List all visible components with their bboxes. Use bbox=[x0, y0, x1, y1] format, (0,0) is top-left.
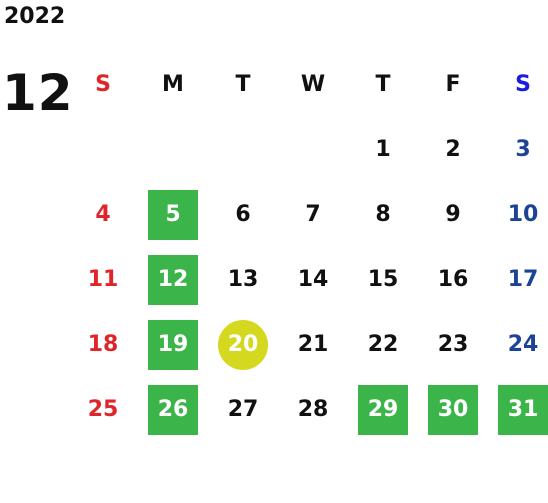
weekday-fri: F bbox=[445, 72, 461, 97]
day-cell-highlighted[interactable]: 29 bbox=[348, 377, 418, 442]
day-number: 18 bbox=[87, 332, 119, 357]
day-cell[interactable]: 22 bbox=[348, 312, 418, 377]
day-cell[interactable]: 14 bbox=[278, 247, 348, 312]
day-cell[interactable]: 13 bbox=[208, 247, 278, 312]
week-row: 18 19 20 21 22 23 24 bbox=[68, 312, 548, 377]
day-number: 24 bbox=[507, 332, 539, 357]
day-number: 19 bbox=[148, 319, 198, 370]
day-cell[interactable]: 21 bbox=[278, 312, 348, 377]
day-number: 29 bbox=[358, 384, 408, 435]
day-number: 2 bbox=[445, 137, 461, 162]
week-row: 4 5 6 7 8 9 10 bbox=[68, 182, 548, 247]
weekday-tue: T bbox=[235, 72, 251, 97]
day-cell[interactable]: 9 bbox=[418, 182, 488, 247]
day-cell[interactable]: 18 bbox=[68, 312, 138, 377]
day-cell[interactable]: 17 bbox=[488, 247, 548, 312]
weekday-sat: S bbox=[515, 72, 531, 97]
month-label: 12 bbox=[2, 64, 74, 122]
day-cell bbox=[68, 117, 138, 182]
weekday-thu: T bbox=[375, 72, 391, 97]
day-cell[interactable]: 8 bbox=[348, 182, 418, 247]
day-cell[interactable]: 15 bbox=[348, 247, 418, 312]
day-number: 6 bbox=[235, 202, 251, 227]
day-number: 15 bbox=[367, 267, 399, 292]
day-cell[interactable]: 3 bbox=[488, 117, 548, 182]
day-cell-highlighted[interactable]: 5 bbox=[138, 182, 208, 247]
calendar-grid: S M T W T F S 1 2 3 4 5 6 7 8 9 10 11 12… bbox=[68, 52, 548, 442]
day-number bbox=[78, 125, 128, 175]
day-number: 13 bbox=[227, 267, 259, 292]
day-number bbox=[148, 125, 198, 175]
day-cell[interactable]: 1 bbox=[348, 117, 418, 182]
weekday-sun: S bbox=[95, 72, 111, 97]
day-number bbox=[288, 125, 338, 175]
day-cell-highlighted[interactable]: 19 bbox=[138, 312, 208, 377]
day-cell[interactable]: 10 bbox=[488, 182, 548, 247]
day-cell-highlighted[interactable]: 30 bbox=[418, 377, 488, 442]
day-cell bbox=[138, 117, 208, 182]
week-row: 1 2 3 bbox=[68, 117, 548, 182]
day-number: 9 bbox=[445, 202, 461, 227]
day-number bbox=[218, 125, 268, 175]
day-cell[interactable]: 2 bbox=[418, 117, 488, 182]
day-number: 31 bbox=[498, 384, 548, 435]
day-cell[interactable]: 11 bbox=[68, 247, 138, 312]
day-cell[interactable]: 23 bbox=[418, 312, 488, 377]
day-number: 11 bbox=[87, 267, 119, 292]
day-number: 21 bbox=[297, 332, 329, 357]
day-number: 1 bbox=[375, 137, 391, 162]
day-cell bbox=[278, 117, 348, 182]
week-row: 11 12 13 14 15 16 17 bbox=[68, 247, 548, 312]
day-number: 30 bbox=[428, 384, 478, 435]
day-number: 27 bbox=[227, 397, 259, 422]
day-cell-today[interactable]: 20 bbox=[208, 312, 278, 377]
day-number: 16 bbox=[437, 267, 469, 292]
day-cell bbox=[208, 117, 278, 182]
day-number: 28 bbox=[297, 397, 329, 422]
day-number: 12 bbox=[148, 254, 198, 305]
day-cell[interactable]: 4 bbox=[68, 182, 138, 247]
day-cell-highlighted[interactable]: 12 bbox=[138, 247, 208, 312]
day-cell[interactable]: 16 bbox=[418, 247, 488, 312]
weekday-header-row: S M T W T F S bbox=[68, 52, 548, 117]
day-number: 5 bbox=[148, 189, 198, 240]
day-cell[interactable]: 27 bbox=[208, 377, 278, 442]
day-number: 22 bbox=[367, 332, 399, 357]
day-number: 4 bbox=[95, 202, 111, 227]
day-number: 23 bbox=[437, 332, 469, 357]
day-number: 10 bbox=[507, 202, 539, 227]
year-label: 2022 bbox=[4, 4, 66, 29]
day-cell-highlighted[interactable]: 26 bbox=[138, 377, 208, 442]
week-row: 25 26 27 28 29 30 31 bbox=[68, 377, 548, 442]
day-number: 25 bbox=[87, 397, 119, 422]
day-cell[interactable]: 28 bbox=[278, 377, 348, 442]
day-number: 8 bbox=[375, 202, 391, 227]
day-number: 20 bbox=[218, 319, 268, 370]
day-number: 3 bbox=[515, 137, 531, 162]
day-number: 7 bbox=[305, 202, 321, 227]
day-number: 14 bbox=[297, 267, 329, 292]
day-number: 17 bbox=[507, 267, 539, 292]
day-cell[interactable]: 7 bbox=[278, 182, 348, 247]
day-number: 26 bbox=[148, 384, 198, 435]
day-cell[interactable]: 6 bbox=[208, 182, 278, 247]
day-cell[interactable]: 25 bbox=[68, 377, 138, 442]
weekday-wed: W bbox=[300, 72, 326, 97]
weekday-mon: M bbox=[162, 72, 184, 97]
day-cell[interactable]: 24 bbox=[488, 312, 548, 377]
day-cell-highlighted[interactable]: 31 bbox=[488, 377, 548, 442]
